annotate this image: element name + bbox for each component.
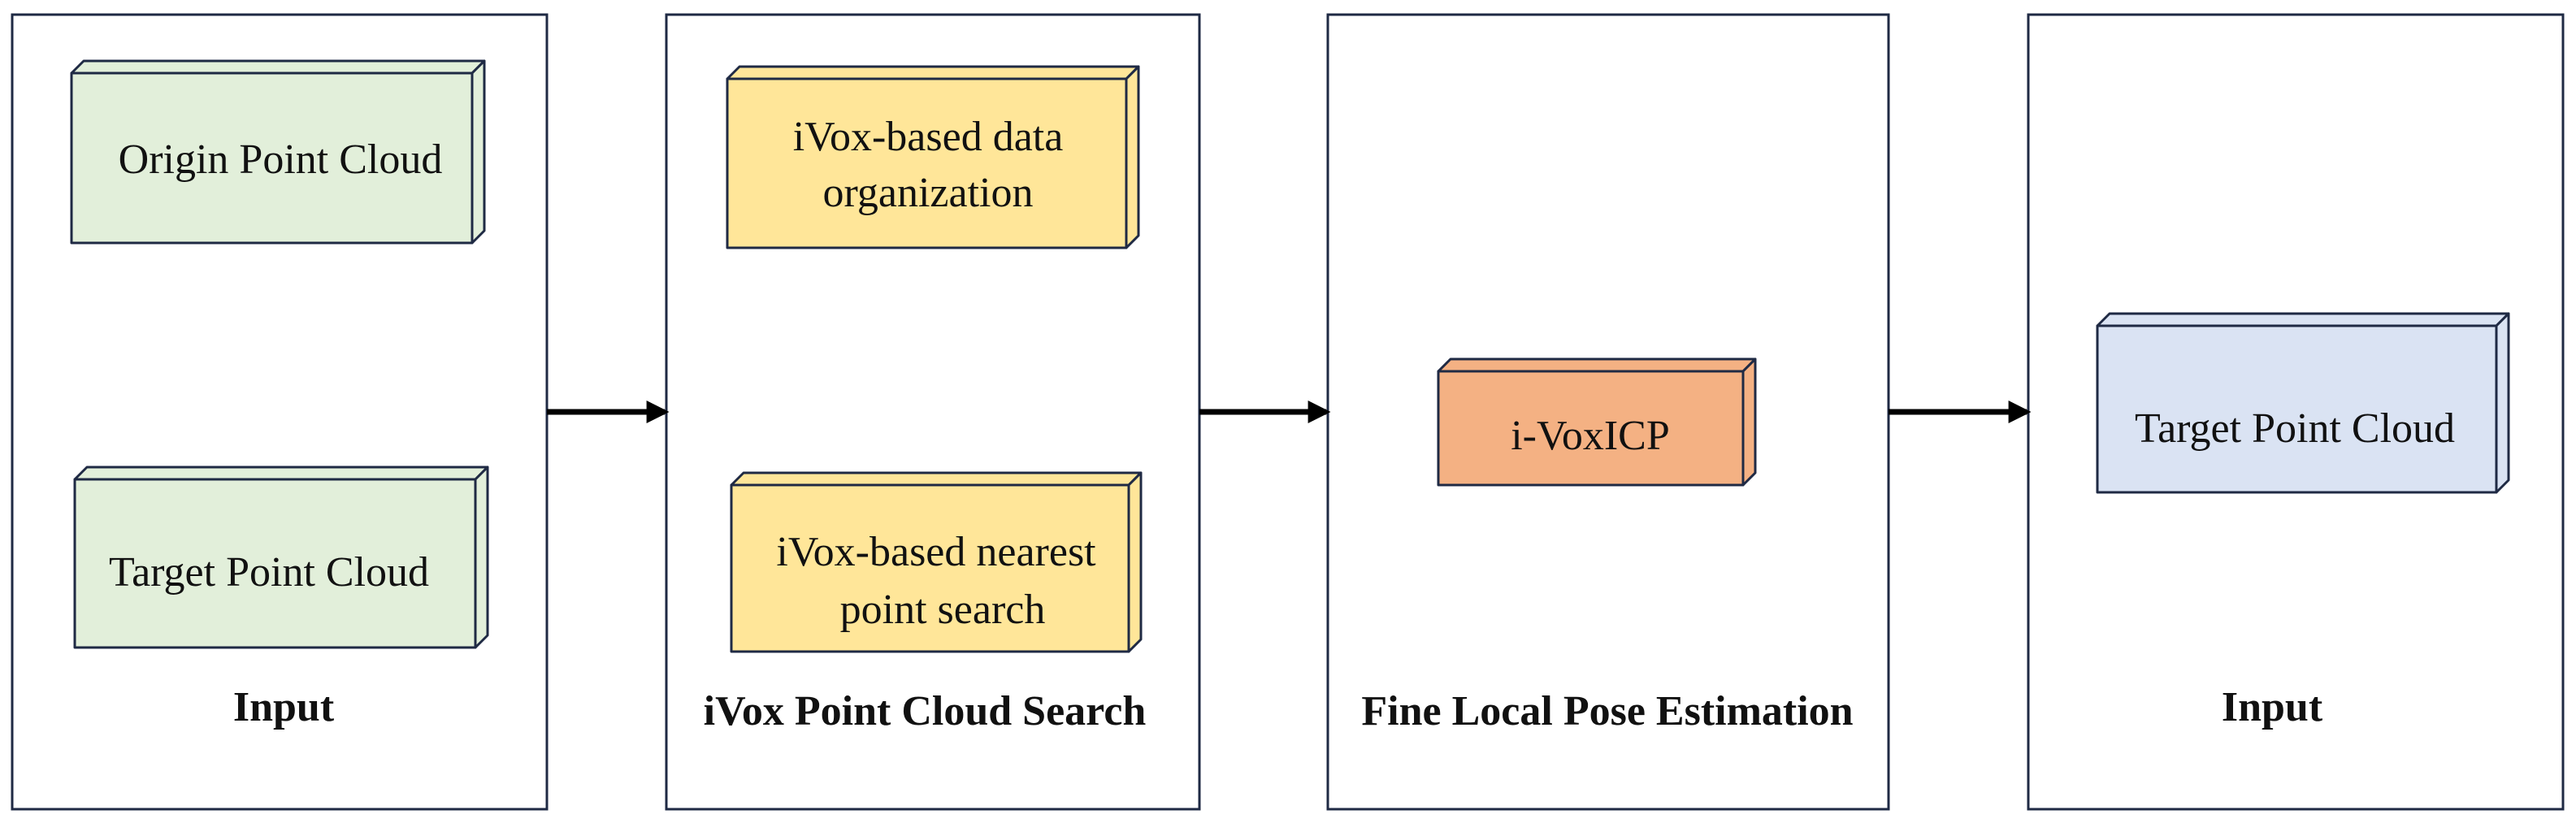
stage-label: iVox Point Cloud Search [704, 688, 1147, 734]
box-label-line-2: organization [823, 170, 1034, 216]
box-label-line-1: iVox-based data [793, 114, 1064, 160]
box-side-face [1125, 65, 1140, 249]
stage-panel-ivox-search: iVox-based data organization iVox-based … [665, 13, 1201, 811]
box-side-face [1741, 357, 1757, 487]
stage-label: Fine Local Pose Estimation [1361, 688, 1853, 734]
stage-label: Input [233, 684, 335, 730]
box-ivox-data-organization: iVox-based data organization [726, 65, 1140, 249]
box-front-face [1437, 370, 1745, 487]
box-label-line-2: point search [840, 587, 1046, 633]
box-side-face [1127, 471, 1143, 653]
box-front-face [70, 71, 474, 245]
box-top-face [726, 65, 1140, 80]
box-top-face [73, 466, 489, 481]
box-front-face [2096, 324, 2498, 494]
box-front-face [730, 483, 1130, 653]
box-label: i-VoxICP [1511, 413, 1670, 459]
box-top-face [70, 59, 486, 75]
stage-panel-fine-pose: i-VoxICP Fine Local Pose Estimation [1326, 13, 1890, 811]
stage-label: Input [2222, 684, 2323, 730]
box-side-face [2495, 312, 2510, 494]
box-front-face [726, 77, 1128, 249]
box-ivox-nearest-point-search: iVox-based nearest point search [730, 471, 1143, 653]
box-i-voxicp: i-VoxICP [1437, 357, 1757, 487]
box-origin-point-cloud: Origin Point Cloud [70, 59, 486, 245]
box-label: Target Point Cloud [109, 549, 429, 596]
box-label: Target Point Cloud [2135, 405, 2455, 452]
stage-panel-output: Target Point Cloud Input [2027, 13, 2565, 811]
box-label: Origin Point Cloud [119, 136, 443, 183]
box-front-face [73, 478, 477, 649]
box-label-line-1: iVox-based nearest [776, 529, 1096, 575]
box-target-point-cloud-output: Target Point Cloud [2096, 312, 2510, 494]
box-target-point-cloud: Target Point Cloud [73, 466, 489, 649]
box-top-face [2096, 312, 2510, 327]
box-top-face [1437, 357, 1757, 373]
box-side-face [471, 59, 486, 245]
box-top-face [730, 471, 1143, 487]
box-side-face [474, 466, 489, 649]
stage-panel-input: Origin Point Cloud Target Point Cloud In… [11, 13, 549, 811]
